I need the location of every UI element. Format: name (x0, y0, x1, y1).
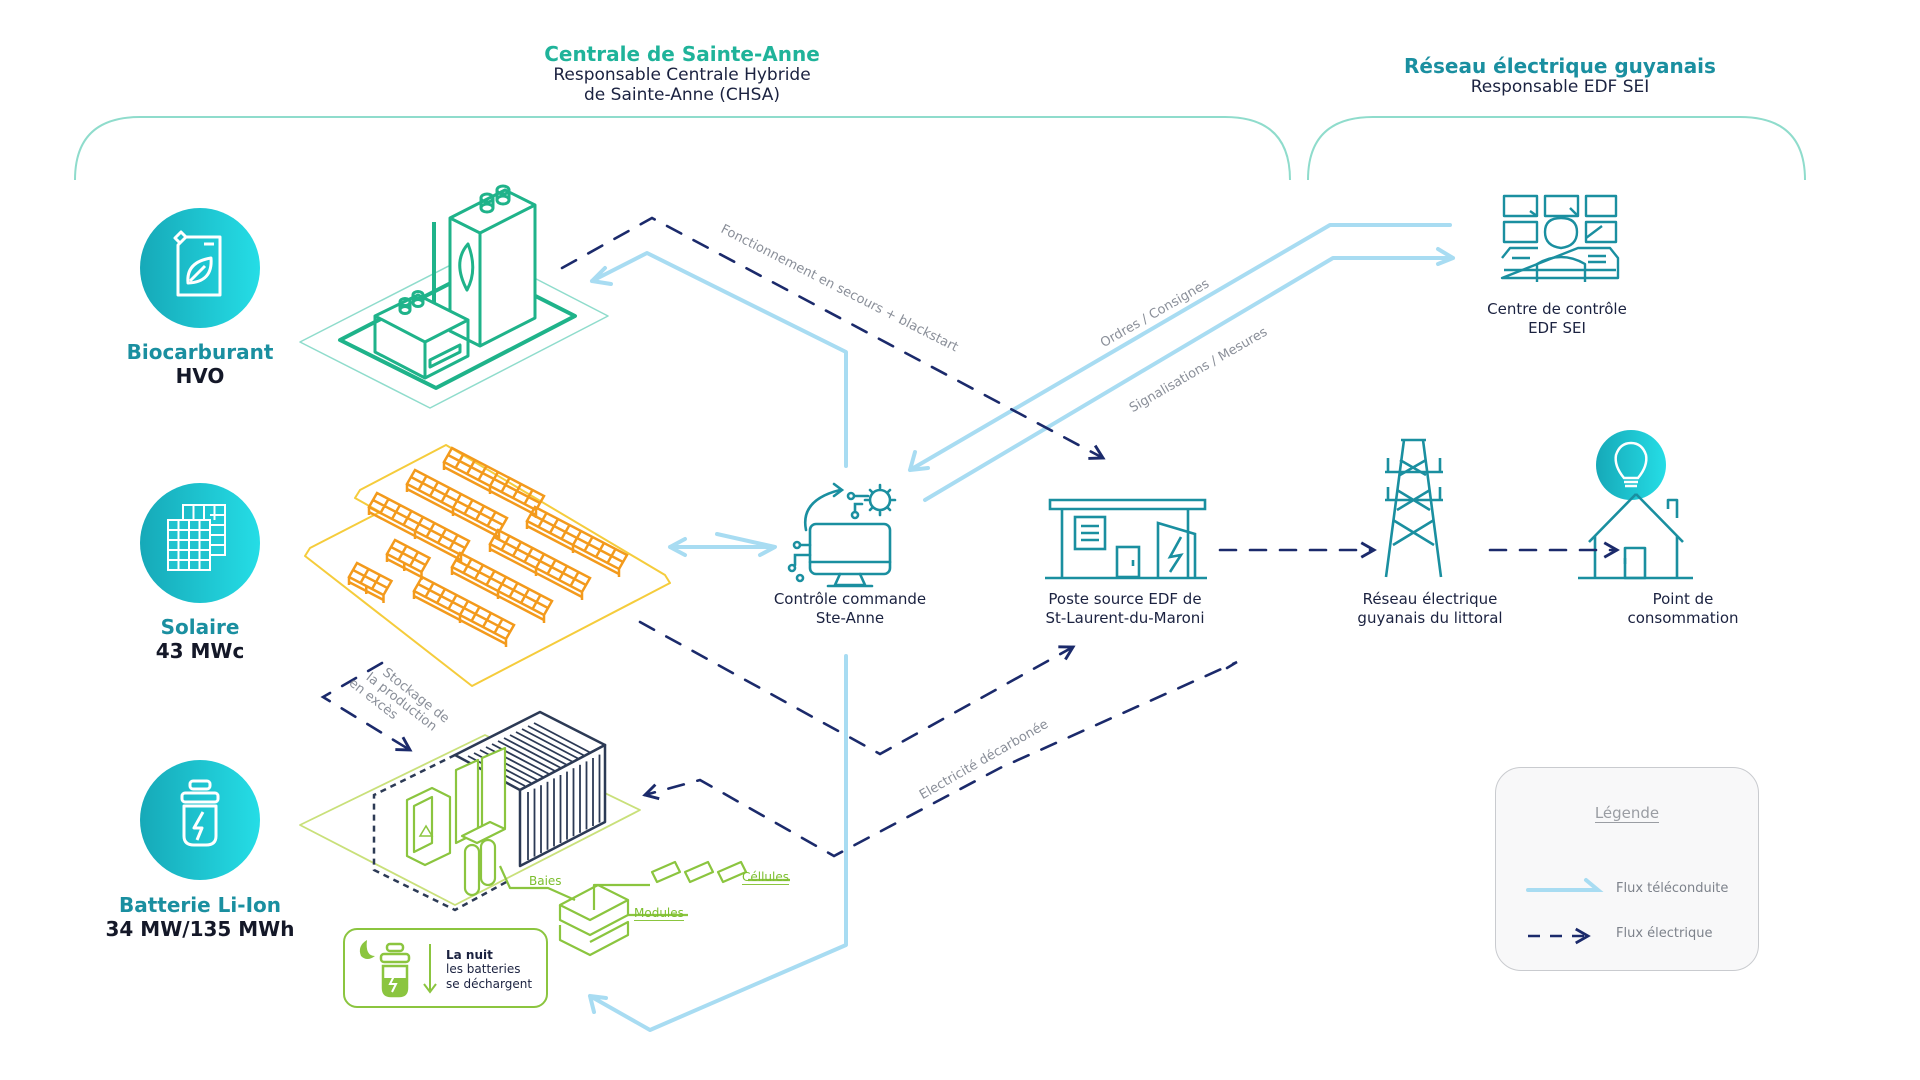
telecontrol-flow-plant (590, 251, 848, 468)
battery-bolt-icon (180, 779, 220, 847)
control-command-icon (787, 482, 897, 588)
container-rib (515, 731, 574, 763)
left-section-header: Centrale de Sainte-Anne Responsable Cent… (482, 43, 882, 105)
control-center-label: Centre de contrôle EDF SEI (1447, 300, 1667, 338)
right-section-bracket (1307, 116, 1806, 181)
source-name: Solaire (160, 615, 240, 639)
source-value: 43 MWc (155, 639, 245, 663)
solar-farm-illustration (304, 444, 671, 687)
container-rib (533, 722, 592, 754)
lightbulb-circle (1596, 430, 1666, 500)
plant-title: Centrale de Sainte-Anne (544, 42, 820, 66)
grid-title: Réseau électrique guyanais (1404, 54, 1716, 78)
solar-panel-row (488, 528, 592, 600)
solar-panel-row (442, 446, 546, 518)
moon-icon (359, 940, 375, 959)
house-icon (1578, 493, 1693, 580)
electric-flow-plant-to-substation (560, 216, 1106, 460)
battery-icon-circle (140, 760, 260, 880)
container-rib (527, 725, 586, 757)
container-rib (521, 728, 580, 760)
control-command-label: Contrôle commande Ste-Anne (740, 590, 960, 628)
solar-panel-row (347, 561, 394, 603)
solar-panel-icon (167, 504, 226, 571)
left-section-bracket (74, 116, 1291, 181)
telecontrol-flow-battery (588, 654, 848, 1032)
telecontrol-flow-signals (923, 247, 1455, 502)
electric-flow-solar-to-substation (638, 620, 1076, 756)
source-name: Biocarburant (126, 340, 274, 364)
container-rib (509, 734, 568, 766)
fuel-can-leaf-icon (173, 230, 222, 297)
solar-panel-row (405, 468, 509, 540)
legend-swatches (1526, 878, 1604, 945)
legend: Légende Flux téléconduite Flux électriqu… (1495, 767, 1759, 971)
telecontrol-flow-solar (668, 537, 776, 557)
electric-flow-substation-to-battery (642, 660, 1238, 858)
right-section-header: Réseau électrique guyanais Responsable E… (1360, 55, 1760, 98)
solar-panel-row (525, 505, 629, 577)
label-line: guyanais du littoral (1357, 608, 1503, 627)
label-line: consommation (1627, 608, 1739, 627)
solar-icon-circle (140, 483, 260, 603)
telecontrol-flow-solar-in (715, 532, 777, 557)
source-battery: Batterie Li-Ion 34 MW/135 MWh (90, 893, 310, 941)
substation-label: Poste source EDF de St-Laurent-du-Maroni (1015, 590, 1235, 628)
solar-panel-row (412, 575, 516, 647)
label-modules: Modules (634, 906, 684, 921)
label-cells: Céllules (742, 870, 790, 885)
solar-panel-row (367, 491, 471, 563)
legend-title: Légende (1496, 804, 1758, 823)
night-note-title: La nuit (446, 948, 493, 962)
source-value: HVO (175, 364, 225, 388)
legend-title-text: Légende (1594, 804, 1660, 823)
source-value: 34 MW/135 MWh (105, 917, 295, 941)
label-line: Centre de contrôle (1487, 300, 1627, 318)
label-line: Ste-Anne (815, 608, 885, 627)
night-battery-icon (359, 940, 437, 998)
telecontrol-flow-orders (908, 223, 1452, 472)
consumption-label: Point de consommation (1573, 590, 1793, 628)
label-line: Poste source EDF de (1048, 590, 1202, 608)
source-solar: Solaire 43 MWc (100, 615, 300, 663)
battery-storage-illustration (299, 710, 790, 957)
label-line: Réseau électrique (1362, 590, 1498, 608)
night-note-line: les batteries (446, 962, 521, 977)
night-discharge-note: La nuit les batteries se déchargent (343, 928, 548, 1008)
solar-panel-row (385, 538, 432, 580)
container-rib (497, 740, 556, 772)
grid-label: Réseau électrique guyanais du littoral (1320, 590, 1540, 628)
electric-flow-storage (320, 661, 413, 752)
label-line: EDF SEI (1528, 318, 1586, 337)
container-rib (503, 737, 562, 769)
control-center-icon (1500, 194, 1620, 282)
biofuel-power-plant-illustration (299, 184, 609, 409)
label-line: Point de (1652, 590, 1714, 608)
night-note-text: La nuit les batteries se déchargent (446, 948, 532, 991)
source-biofuel: Biocarburant HVO (100, 340, 300, 388)
legend-item-telecontrol: Flux téléconduite (1616, 881, 1729, 896)
solar-panel-row (450, 551, 554, 623)
plant-subtitle-2: de Sainte-Anne (CHSA) (584, 84, 780, 105)
substation-icon (1045, 498, 1207, 580)
power-pylon-icon (1384, 438, 1443, 578)
lightbulb-icon (1614, 441, 1648, 488)
night-note-line: se déchargent (446, 976, 533, 991)
label-line: St-Laurent-du-Maroni (1045, 608, 1205, 627)
label-line: Contrôle commande (773, 590, 927, 608)
grid-subtitle: Responsable EDF SEI (1470, 77, 1650, 97)
source-name: Batterie Li-Ion (119, 893, 281, 917)
legend-telecontrol-swatch (1526, 878, 1604, 892)
label-racks: Baies (529, 874, 562, 888)
plant-subtitle-1: Responsable Centrale Hybride (553, 65, 811, 85)
biofuel-icon-circle (140, 208, 260, 328)
legend-item-electric: Flux électrique (1616, 926, 1713, 941)
